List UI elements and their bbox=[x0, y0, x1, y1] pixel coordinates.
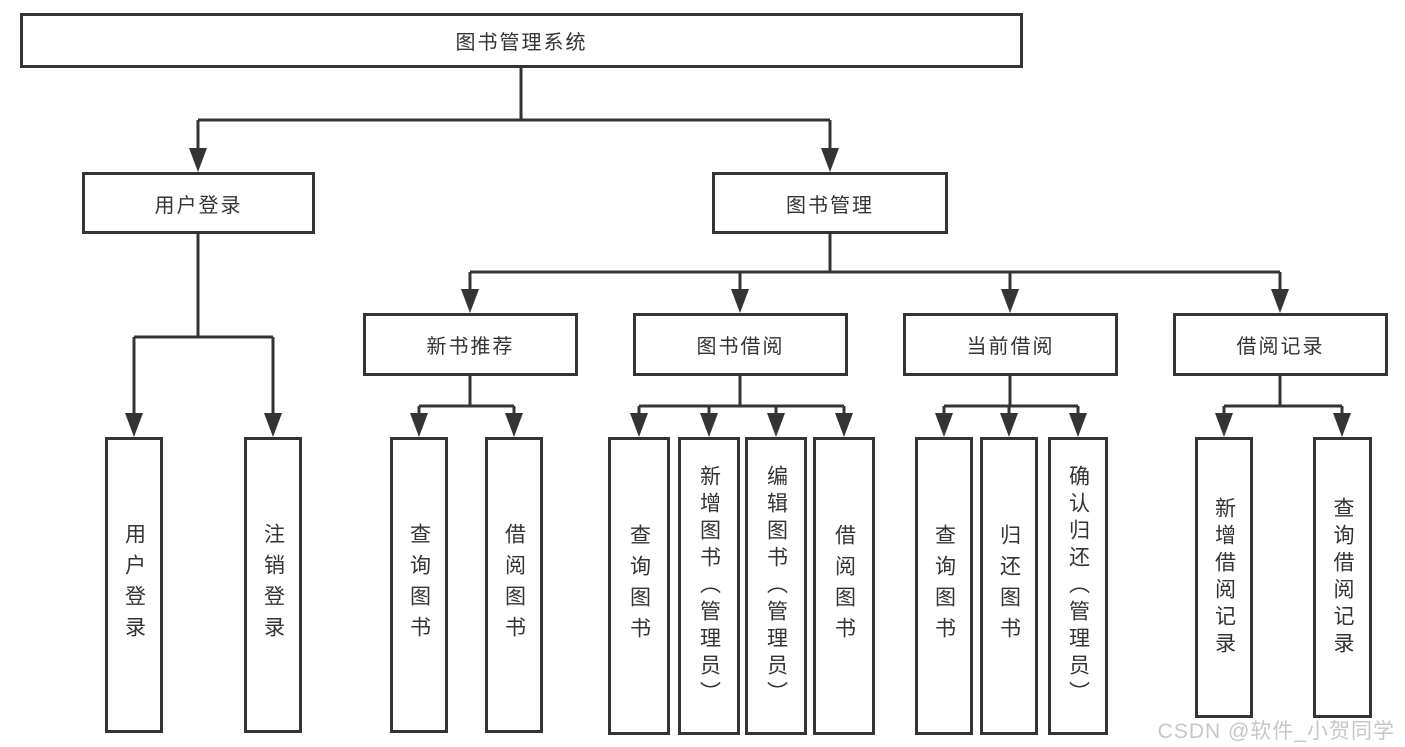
leaf-add-borrow-record: 新增借阅记录 bbox=[1195, 437, 1253, 718]
leaf-user-login: 用户登录 bbox=[105, 437, 163, 733]
node-book-borrowing: 图书借阅 bbox=[633, 313, 848, 376]
watermark: CSDN @软件_小贺同学 bbox=[1157, 720, 1395, 743]
node-library-management-system: 图书管理系统 bbox=[20, 13, 1023, 68]
leaf-query-books-recommend: 查询图书 bbox=[390, 437, 448, 733]
node-book-management: 图书管理 bbox=[712, 172, 948, 234]
node-new-book-recommend: 新书推荐 bbox=[363, 313, 578, 376]
leaf-return-books: 归还图书 bbox=[980, 437, 1038, 735]
leaf-edit-books-admin: 编辑图书（管理员） bbox=[745, 437, 807, 735]
node-current-borrowing: 当前借阅 bbox=[903, 313, 1118, 376]
leaf-confirm-return-admin: 确认归还（管理员） bbox=[1048, 437, 1108, 735]
leaf-add-books-admin: 新增图书（管理员） bbox=[678, 437, 740, 735]
leaf-query-books-current: 查询图书 bbox=[915, 437, 973, 735]
leaf-borrow-books: 借阅图书 bbox=[813, 437, 875, 735]
leaf-borrow-books-recommend: 借阅图书 bbox=[485, 437, 543, 733]
arrowheads bbox=[125, 148, 1351, 437]
leaf-logout: 注销登录 bbox=[244, 437, 302, 733]
leaf-query-books-borrow: 查询图书 bbox=[608, 437, 670, 735]
node-borrow-records: 借阅记录 bbox=[1173, 313, 1388, 376]
leaf-query-borrow-record: 查询借阅记录 bbox=[1313, 437, 1372, 718]
node-user-login: 用户登录 bbox=[82, 172, 315, 234]
